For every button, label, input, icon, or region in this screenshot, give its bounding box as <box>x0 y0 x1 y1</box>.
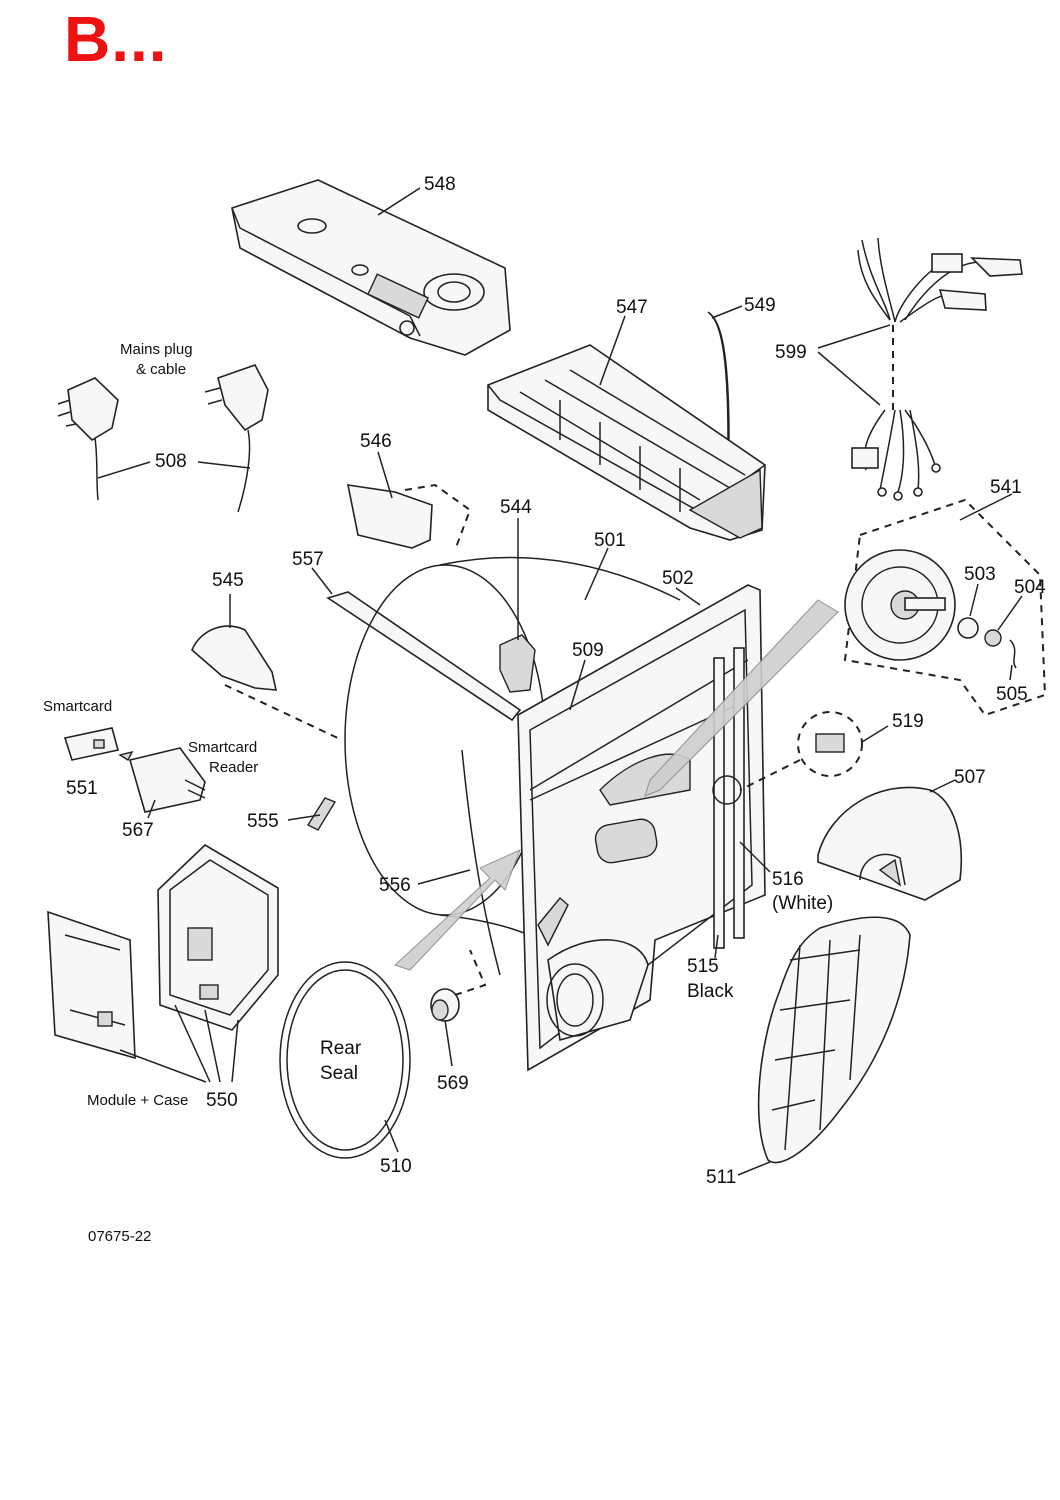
callout-502: 502 <box>662 568 694 589</box>
callout-511: 511 <box>706 1167 736 1188</box>
part-569-bearing <box>430 949 487 1022</box>
caption-smartcard-reader-2: Reader <box>209 759 258 776</box>
caption-smartcard: Smartcard <box>43 698 112 715</box>
callout-516: 516 <box>772 869 804 890</box>
part-557-rod <box>326 591 522 722</box>
part-545-scoop <box>191 625 343 741</box>
callout-504: 504 <box>1014 577 1046 598</box>
assembly-direction-arrow <box>394 849 521 971</box>
leader-lines <box>97 187 1023 1176</box>
callout-507: 507 <box>954 767 986 788</box>
part-546-cover <box>346 483 472 551</box>
callout-515: 515 <box>687 956 719 977</box>
callout-labels: 548 547 549 599 508 546 544 501 502 541 … <box>66 174 1046 1188</box>
callout-549: 549 <box>744 295 776 316</box>
callout-505: 505 <box>996 684 1028 705</box>
callout-555: 555 <box>247 811 279 832</box>
caption-seal: Seal <box>320 1063 358 1084</box>
caption-black: Black <box>687 981 734 1002</box>
callout-501: 501 <box>594 530 626 551</box>
part-541-motor <box>843 498 1047 717</box>
caption-and-cable: & cable <box>136 361 186 378</box>
part-511-duct <box>757 916 911 1164</box>
callout-567: 567 <box>122 820 154 841</box>
part-507-fan-cover <box>817 786 963 901</box>
part-508-mains-plugs <box>57 364 269 513</box>
callout-503: 503 <box>964 564 996 585</box>
caption-smartcard-reader-1: Smartcard <box>188 739 257 756</box>
callout-548: 548 <box>424 174 456 195</box>
caption-white: (White) <box>772 893 833 914</box>
callout-510: 510 <box>380 1156 412 1177</box>
part-547-housing <box>487 344 766 541</box>
page-title: B... <box>64 3 168 75</box>
captions: Mains plug & cable Smartcard Smartcard R… <box>43 341 833 1245</box>
part-544-switch <box>499 634 536 693</box>
callout-557: 557 <box>292 549 324 570</box>
part-519-clip <box>739 711 863 791</box>
callout-545: 545 <box>212 570 244 591</box>
callout-509: 509 <box>572 640 604 661</box>
insert-arrow <box>118 750 134 762</box>
callout-546: 546 <box>360 431 392 452</box>
callout-544: 544 <box>500 497 532 518</box>
part-555-pad <box>306 797 337 831</box>
part-599-harness <box>851 237 1023 501</box>
part-551-smartcard <box>63 727 119 761</box>
part-548-control-panel <box>231 179 511 356</box>
part-550-module-case <box>47 844 279 1060</box>
drawing-number: 07675-22 <box>88 1228 151 1245</box>
callout-556: 556 <box>379 875 411 896</box>
caption-mains-plug: Mains plug <box>120 341 193 358</box>
callout-599: 599 <box>775 342 807 363</box>
part-510-rear-seal <box>279 961 411 1159</box>
callout-550: 550 <box>206 1090 238 1111</box>
caption-module-case: Module + Case <box>87 1092 188 1109</box>
caption-rear: Rear <box>320 1038 362 1059</box>
part-567-reader <box>128 747 206 813</box>
callout-551: 551 <box>66 778 98 799</box>
callout-541: 541 <box>990 477 1022 498</box>
part-549-wire <box>707 311 729 441</box>
callout-519: 519 <box>892 711 924 732</box>
motor-connector-highlight <box>644 599 839 797</box>
callout-547: 547 <box>616 297 648 318</box>
callout-508: 508 <box>155 451 187 472</box>
callout-569: 569 <box>437 1073 469 1094</box>
